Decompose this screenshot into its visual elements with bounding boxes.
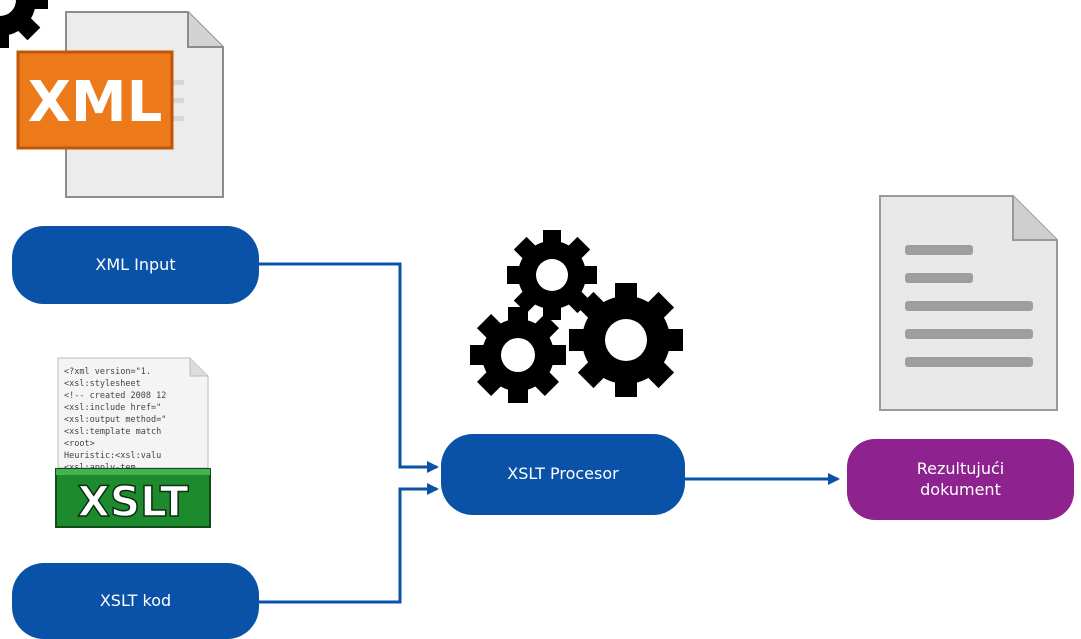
connector-xml-input [258,262,439,473]
xslt-badge-text: XSLT [77,477,188,526]
gear-top-icon [507,230,597,320]
xslt-processor-node: XSLT Procesor [441,434,685,515]
gear-small-icon [0,0,48,48]
xslt-code-line: <xsl:stylesheet [64,379,141,389]
xml-input-node: XML Input [12,226,259,304]
xslt-code-line: <xsl:output method=" [64,415,166,425]
xslt-code-line: <!-- created 2008 12 [64,391,166,401]
xslt-code-line: <?xml version="1. [64,367,151,377]
xml-badge-text: XML [28,70,163,135]
gear-right-icon [569,283,683,397]
xml-input-label: XML Input [95,254,176,274]
result-document-node: Rezultujući dokument [847,439,1074,520]
xslt-code-line: Heuristic:<xsl:valu [64,451,161,461]
xslt-code-line: <xsl:include href=" [64,403,161,413]
connector-xslt-code [258,483,439,604]
xslt-code-line: <xsl:template match [64,427,161,437]
xslt-processor-label: XSLT Procesor [507,464,619,484]
gear-left-icon [470,307,566,403]
xslt-code-line: <root> [64,439,95,449]
xslt-code-label: XSLT kod [99,590,172,610]
result-document-label: Rezultujući dokument [916,458,1005,499]
xslt-code-node: XSLT kod [12,563,259,639]
